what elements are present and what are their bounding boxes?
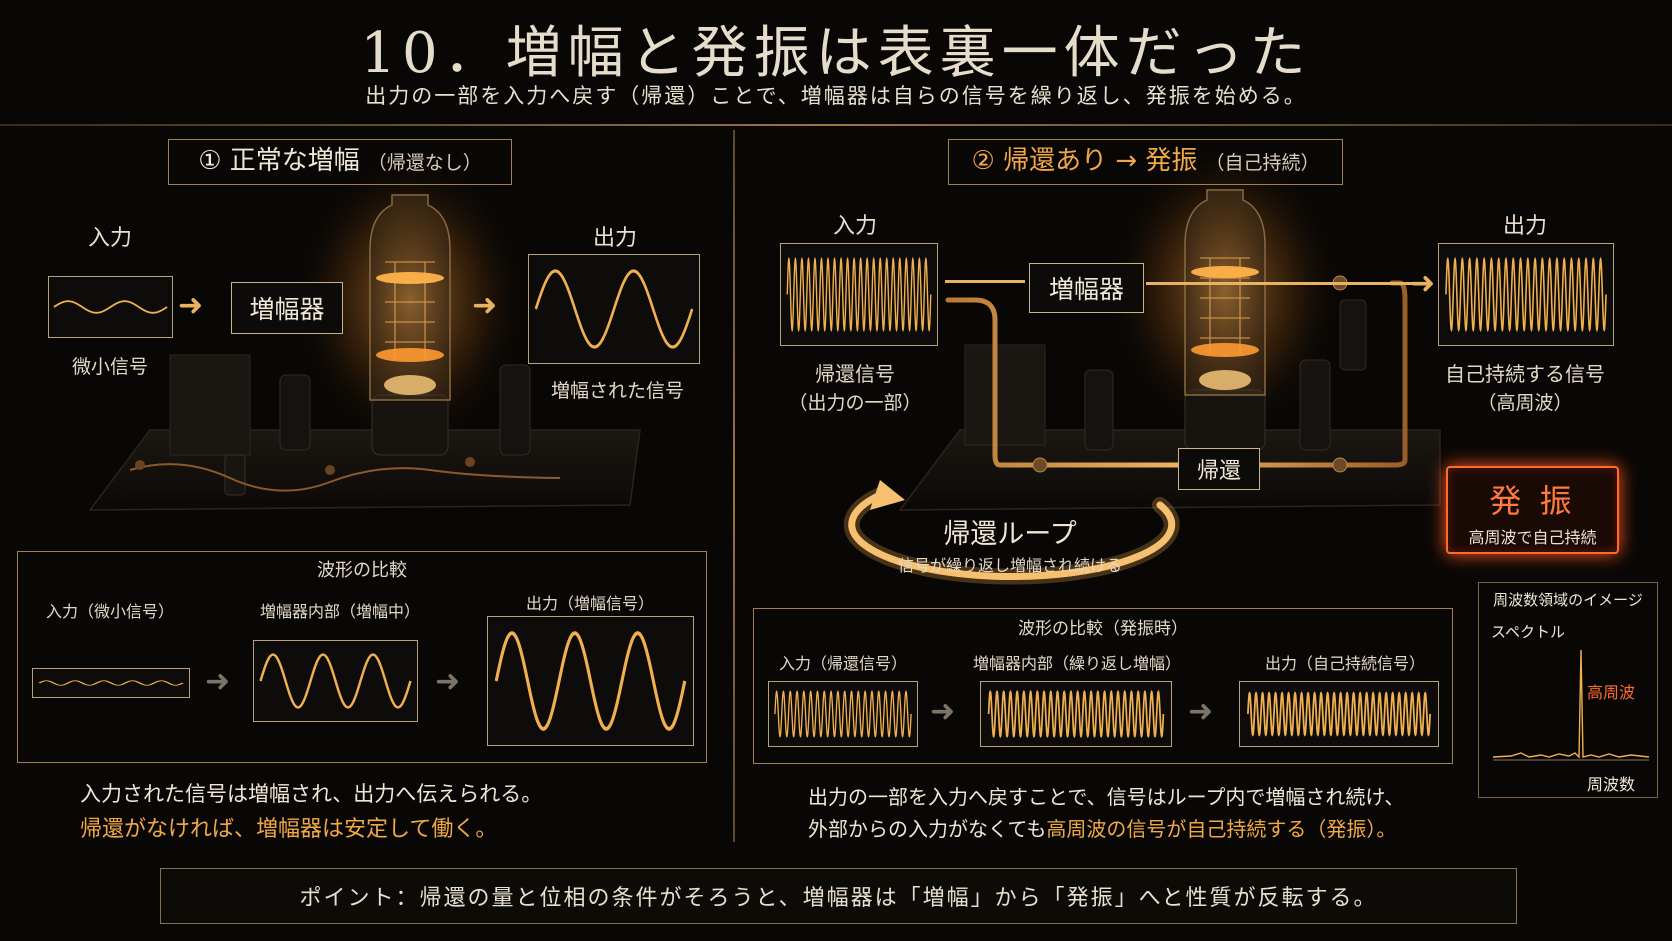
right-caption-2-highlight: 高周波の信号が自己持続する（発振）。 bbox=[1046, 817, 1397, 841]
right-compare-inside-line bbox=[987, 689, 1165, 739]
right-output-wave-plot bbox=[1445, 256, 1607, 333]
right-input-wave-plot bbox=[786, 256, 932, 333]
page-subtitle: 出力の一部を入力へ戻す（帰還）ことで、増幅器は自らの信号を繰り返し、発振を始める… bbox=[365, 84, 1307, 108]
left-amplifier-box: 増幅器 bbox=[231, 282, 343, 334]
right-amplifier-box: 増幅器 bbox=[1029, 263, 1144, 313]
left-compare-inside-plot bbox=[259, 653, 412, 709]
left-compare-inside-label: 増幅器内部（増幅中） bbox=[259, 602, 420, 621]
left-input-wave bbox=[48, 276, 173, 338]
arrow-right-icon: ➜ bbox=[1188, 694, 1214, 729]
right-compare-input-wave bbox=[768, 681, 918, 747]
left-compare-output-label: 出力（増幅信号） bbox=[525, 594, 654, 613]
right-compare-inside-wave bbox=[980, 681, 1172, 747]
left-output-label: 出力 bbox=[592, 226, 637, 251]
left-input-wave-plot bbox=[53, 300, 168, 314]
spectrum-title: 周波数領域のイメージ bbox=[1493, 591, 1643, 609]
arrow-right-icon: ➜ bbox=[178, 288, 204, 323]
feedback-loop-subtitle: 信号が繰り返し増幅され続ける bbox=[897, 556, 1122, 575]
center-divider bbox=[733, 130, 735, 842]
spectrum-ylabel: スペクトル bbox=[1491, 623, 1565, 641]
spectrum-line bbox=[1492, 649, 1650, 759]
left-compare-input-line bbox=[38, 680, 184, 686]
left-compare-output-line bbox=[494, 631, 687, 731]
left-output-wave-line bbox=[534, 269, 694, 349]
right-caption-2: 外部からの入力がなくても高周波の信号が自己持続する（発振）。 bbox=[808, 813, 1396, 842]
left-compare-panel bbox=[17, 551, 707, 763]
right-input-wave-line bbox=[786, 256, 932, 333]
right-caption-2-prefix: 外部からの入力がなくても bbox=[808, 817, 1047, 841]
left-input-label: 入力 bbox=[87, 226, 132, 251]
right-output-wave bbox=[1438, 243, 1614, 346]
small-signal-label: 微小信号 bbox=[71, 356, 148, 378]
right-output-wave-line bbox=[1445, 256, 1607, 333]
right-compare-panel bbox=[753, 608, 1453, 764]
right-compare-output-label: 出力（自己持続信号） bbox=[1264, 654, 1425, 673]
point-box: ポイント：帰還の量と位相の条件がそろうと、増幅器は「増幅」から「発振」へと性質が… bbox=[160, 868, 1517, 924]
left-output-wave-plot bbox=[534, 269, 694, 349]
arrow-right-icon: ➜ bbox=[472, 288, 498, 323]
right-compare-input-line bbox=[774, 690, 912, 738]
left-compare-input-wave bbox=[32, 668, 190, 698]
left-compare-title: 波形の比較 bbox=[317, 560, 407, 581]
right-output-connector bbox=[1146, 282, 1426, 285]
normal-amp-heading: ① 正常な増幅 （帰還なし） bbox=[168, 139, 512, 185]
right-compare-inside-plot bbox=[987, 689, 1165, 739]
left-compare-input-plot bbox=[38, 680, 184, 686]
left-input-wave-line bbox=[53, 300, 168, 314]
spectrum-xlabel: 周波数 bbox=[1587, 775, 1636, 794]
right-input-wave bbox=[780, 243, 938, 346]
arrow-right-icon: ➜ bbox=[435, 664, 461, 699]
feedback-box: 帰還 bbox=[1178, 448, 1260, 490]
amplified-signal-label: 増幅された信号 bbox=[550, 380, 684, 402]
right-compare-output-wave bbox=[1239, 681, 1439, 747]
right-compare-title: 波形の比較（発振時） bbox=[1018, 619, 1188, 639]
arrow-right-icon: ➜ bbox=[205, 664, 231, 699]
left-compare-input-label: 入力（微小信号） bbox=[45, 602, 174, 621]
feedback-signal-label: 帰還信号 bbox=[815, 362, 895, 386]
oscillation-subtitle: 高周波で自己持続 bbox=[1468, 528, 1597, 547]
feedback-osc-heading-note: （自己持続） bbox=[1205, 152, 1320, 174]
normal-amp-heading-main: ① 正常な増幅 bbox=[198, 146, 360, 176]
normal-amp-heading-note: （帰還なし） bbox=[367, 152, 482, 174]
feedback-osc-heading: ② 帰還あり → 発振 （自己持続） bbox=[948, 139, 1343, 185]
right-input-label: 入力 bbox=[832, 214, 877, 239]
left-compare-output-plot bbox=[494, 631, 687, 731]
spectrum-panel: 周波数領域のイメージ スペクトル 高周波 周波数 bbox=[1478, 582, 1658, 798]
right-output-label: 出力 bbox=[1502, 214, 1547, 239]
page-title: 10．増幅と発振は表裏一体だった bbox=[360, 21, 1312, 86]
right-compare-input-plot bbox=[774, 690, 912, 738]
header-divider bbox=[0, 124, 1672, 126]
arrow-right-icon: ➜ bbox=[930, 694, 956, 729]
right-compare-inside-label: 増幅器内部（繰り返し増幅） bbox=[972, 654, 1181, 673]
feedback-signal-note: （出力の一部） bbox=[788, 392, 922, 414]
feedback-loop-title: 帰還ループ bbox=[943, 519, 1077, 550]
self-sustain-signal-label: 自己持続する信号 bbox=[1445, 362, 1605, 386]
left-compare-inside-line bbox=[259, 653, 412, 709]
arrow-right-icon: ➜ bbox=[1410, 266, 1436, 301]
spectrum-peak-label: 高周波 bbox=[1587, 683, 1636, 702]
left-output-wave bbox=[528, 254, 700, 364]
feedback-osc-heading-main: ② 帰還あり → 発振 bbox=[971, 146, 1198, 176]
left-compare-output-wave bbox=[487, 616, 694, 746]
high-frequency-note: （高周波） bbox=[1477, 392, 1573, 414]
right-compare-output-line bbox=[1247, 691, 1431, 737]
left-caption-2: 帰還がなければ、増幅器は安定して働く。 bbox=[80, 817, 498, 842]
right-input-connector bbox=[945, 280, 1025, 283]
spectrum-plot bbox=[1492, 649, 1650, 761]
left-caption-1: 入力された信号は増幅され、出力へ伝えられる。 bbox=[80, 782, 543, 806]
right-compare-input-label: 入力（帰還信号） bbox=[778, 654, 907, 673]
oscillation-title: 発 振 bbox=[1489, 482, 1576, 520]
oscillation-badge: 発 振 高周波で自己持続 bbox=[1446, 466, 1619, 554]
left-compare-inside-wave bbox=[253, 640, 418, 722]
right-caption-1: 出力の一部を入力へ戻すことで、信号はループ内で増幅され続け、 bbox=[808, 785, 1405, 809]
right-compare-output-plot bbox=[1247, 691, 1431, 737]
